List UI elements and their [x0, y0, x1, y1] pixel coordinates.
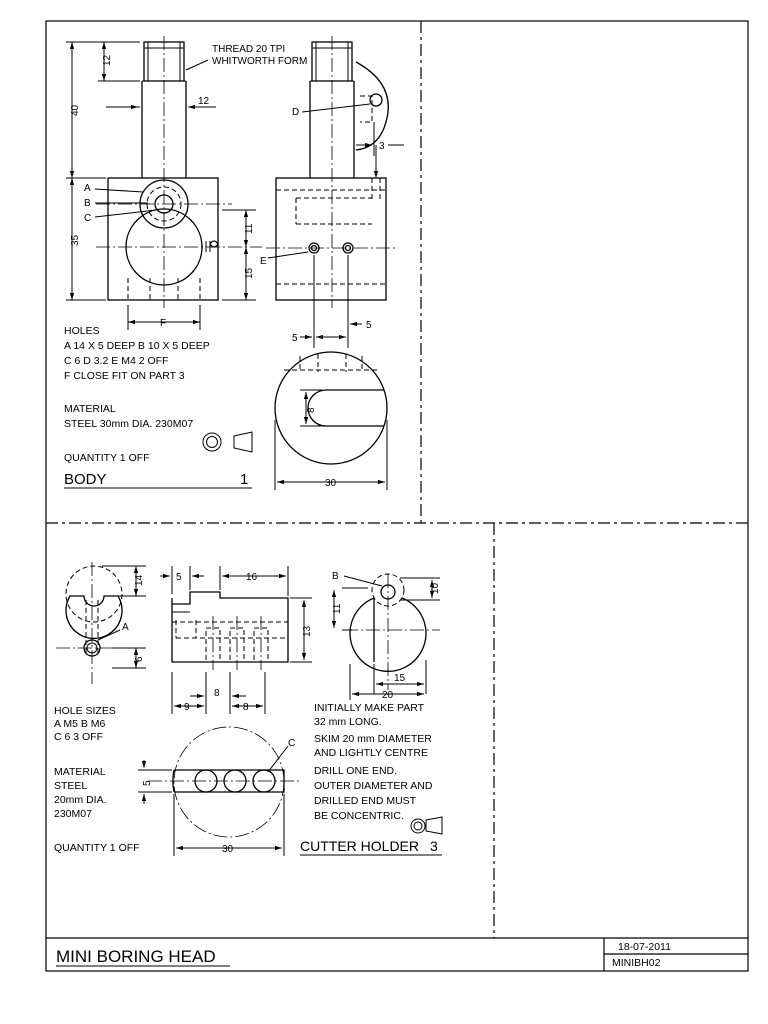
- cutter-title: CUTTER HOLDER: [300, 838, 419, 854]
- body-dim-5-right: 5: [366, 320, 372, 331]
- cutter-dim-8-top: 8: [214, 688, 220, 699]
- cutter-note-line-7: DRILLED END MUST: [314, 795, 417, 807]
- cutter-dim-11: 11: [332, 603, 343, 614]
- cutter-hole-sizes-line-2: C 6 3 OFF: [54, 731, 103, 743]
- body-holes-line-1: A 14 X 5 DEEP B 10 X 5 DEEP: [64, 340, 210, 352]
- body-part-number: 1: [240, 471, 248, 488]
- cutter-quantity: QUANTITY 1 OFF: [54, 842, 140, 854]
- cutter-hole-sizes-line-1: A M5 B M6: [54, 718, 106, 730]
- body-dim-35: 35: [70, 234, 81, 246]
- body-quantity: QUANTITY 1 OFF: [64, 452, 150, 464]
- body-dim-8: 8: [306, 407, 317, 413]
- body-holes-line-2: C 6 D 3.2 E M4 2 OFF: [64, 355, 168, 367]
- cutter-dim-5-side: 5: [142, 780, 153, 786]
- drawing-number: MINIBH02: [612, 957, 661, 969]
- cutter-note-line-4: AND LIGHTLY CENTRE: [314, 747, 428, 759]
- cutter-end-view-bottom: [138, 726, 300, 856]
- body-material-spec: STEEL 30mm DIA. 230M07: [64, 418, 193, 430]
- cutter-dim-6: 6: [134, 656, 145, 662]
- cutter-material-line-3: 230M07: [54, 808, 92, 820]
- cutter-label-a: A: [122, 622, 129, 633]
- cutter-dim-9: 9: [184, 702, 190, 713]
- cutter-hole-sizes-heading: HOLE SIZES: [54, 705, 116, 717]
- body-dim-3: 3: [379, 141, 385, 152]
- body-label-e: E: [260, 256, 267, 267]
- drawing-title: MINI BORING HEAD: [56, 947, 216, 966]
- body-side-view: [266, 36, 404, 348]
- body-dim-12-top: 12: [102, 54, 113, 66]
- body-label-b: B: [84, 198, 91, 209]
- cutter-note-line-5: DRILL ONE END.: [314, 765, 397, 777]
- cutter-dim-30: 30: [222, 844, 234, 855]
- cutter-material-line-1: STEEL: [54, 780, 87, 792]
- body-label-d: D: [292, 107, 299, 118]
- body-thread-note-1: THREAD 20 TPI: [212, 44, 285, 55]
- cutter-end-view-left: [56, 562, 146, 684]
- cutter-note-line-1: INITIALLY MAKE PART: [314, 702, 425, 714]
- body-dim-11: 11: [244, 223, 255, 234]
- cutter-side-view: [160, 566, 312, 714]
- cutter-dim-16: 16: [246, 572, 258, 583]
- surface-finish-symbol: [202, 431, 253, 453]
- body-label-f: F: [160, 318, 166, 329]
- cutter-dim-8-bottom: 8: [243, 702, 249, 713]
- surface-finish-symbol-cutter: [410, 816, 443, 835]
- cutter-dim-14: 14: [134, 574, 145, 586]
- body-dim-15: 15: [244, 267, 255, 279]
- cutter-dim-13: 13: [302, 625, 313, 637]
- cutter-dim-5: 5: [176, 572, 182, 583]
- body-holes-line-3: F CLOSE FIT ON PART 3: [64, 370, 185, 382]
- cutter-label-c: C: [288, 738, 295, 749]
- cutter-dim-20: 20: [382, 690, 394, 701]
- body-end-view: [274, 351, 388, 490]
- body-dim-40: 40: [70, 104, 81, 116]
- body-label-a: A: [84, 183, 91, 194]
- cutter-label-b: B: [332, 571, 339, 582]
- cutter-front-view-right: [331, 573, 440, 700]
- cutter-material-line-2: 20mm DIA.: [54, 794, 107, 806]
- cutter-dim-15: 15: [394, 673, 406, 684]
- body-title: BODY: [64, 471, 107, 488]
- body-holes-heading: HOLES: [64, 325, 100, 337]
- body-dim-5-left: 5: [292, 333, 298, 344]
- body-front-view: [66, 36, 262, 330]
- body-label-c: C: [84, 213, 91, 224]
- cutter-part-number: 3: [430, 838, 438, 854]
- cutter-note-line-8: BE CONCENTRIC.: [314, 810, 404, 822]
- sheet-border: [45, 20, 749, 972]
- cutter-note-line-3: SKIM 20 mm DIAMETER: [314, 733, 432, 745]
- body-dim-30: 30: [325, 478, 337, 489]
- cutter-note-line-2: 32 mm LONG.: [314, 716, 382, 728]
- body-thread-note-2: WHITWORTH FORM: [212, 56, 307, 67]
- drawing-date: 18-07-2011: [618, 941, 671, 953]
- body-dim-12-shank: 12: [198, 96, 210, 107]
- cutter-dim-10: 10: [430, 582, 441, 594]
- cutter-note-line-6: OUTER DIAMETER AND: [314, 780, 433, 792]
- cutter-material-heading: MATERIAL: [54, 766, 106, 778]
- body-material-heading: MATERIAL: [64, 403, 116, 415]
